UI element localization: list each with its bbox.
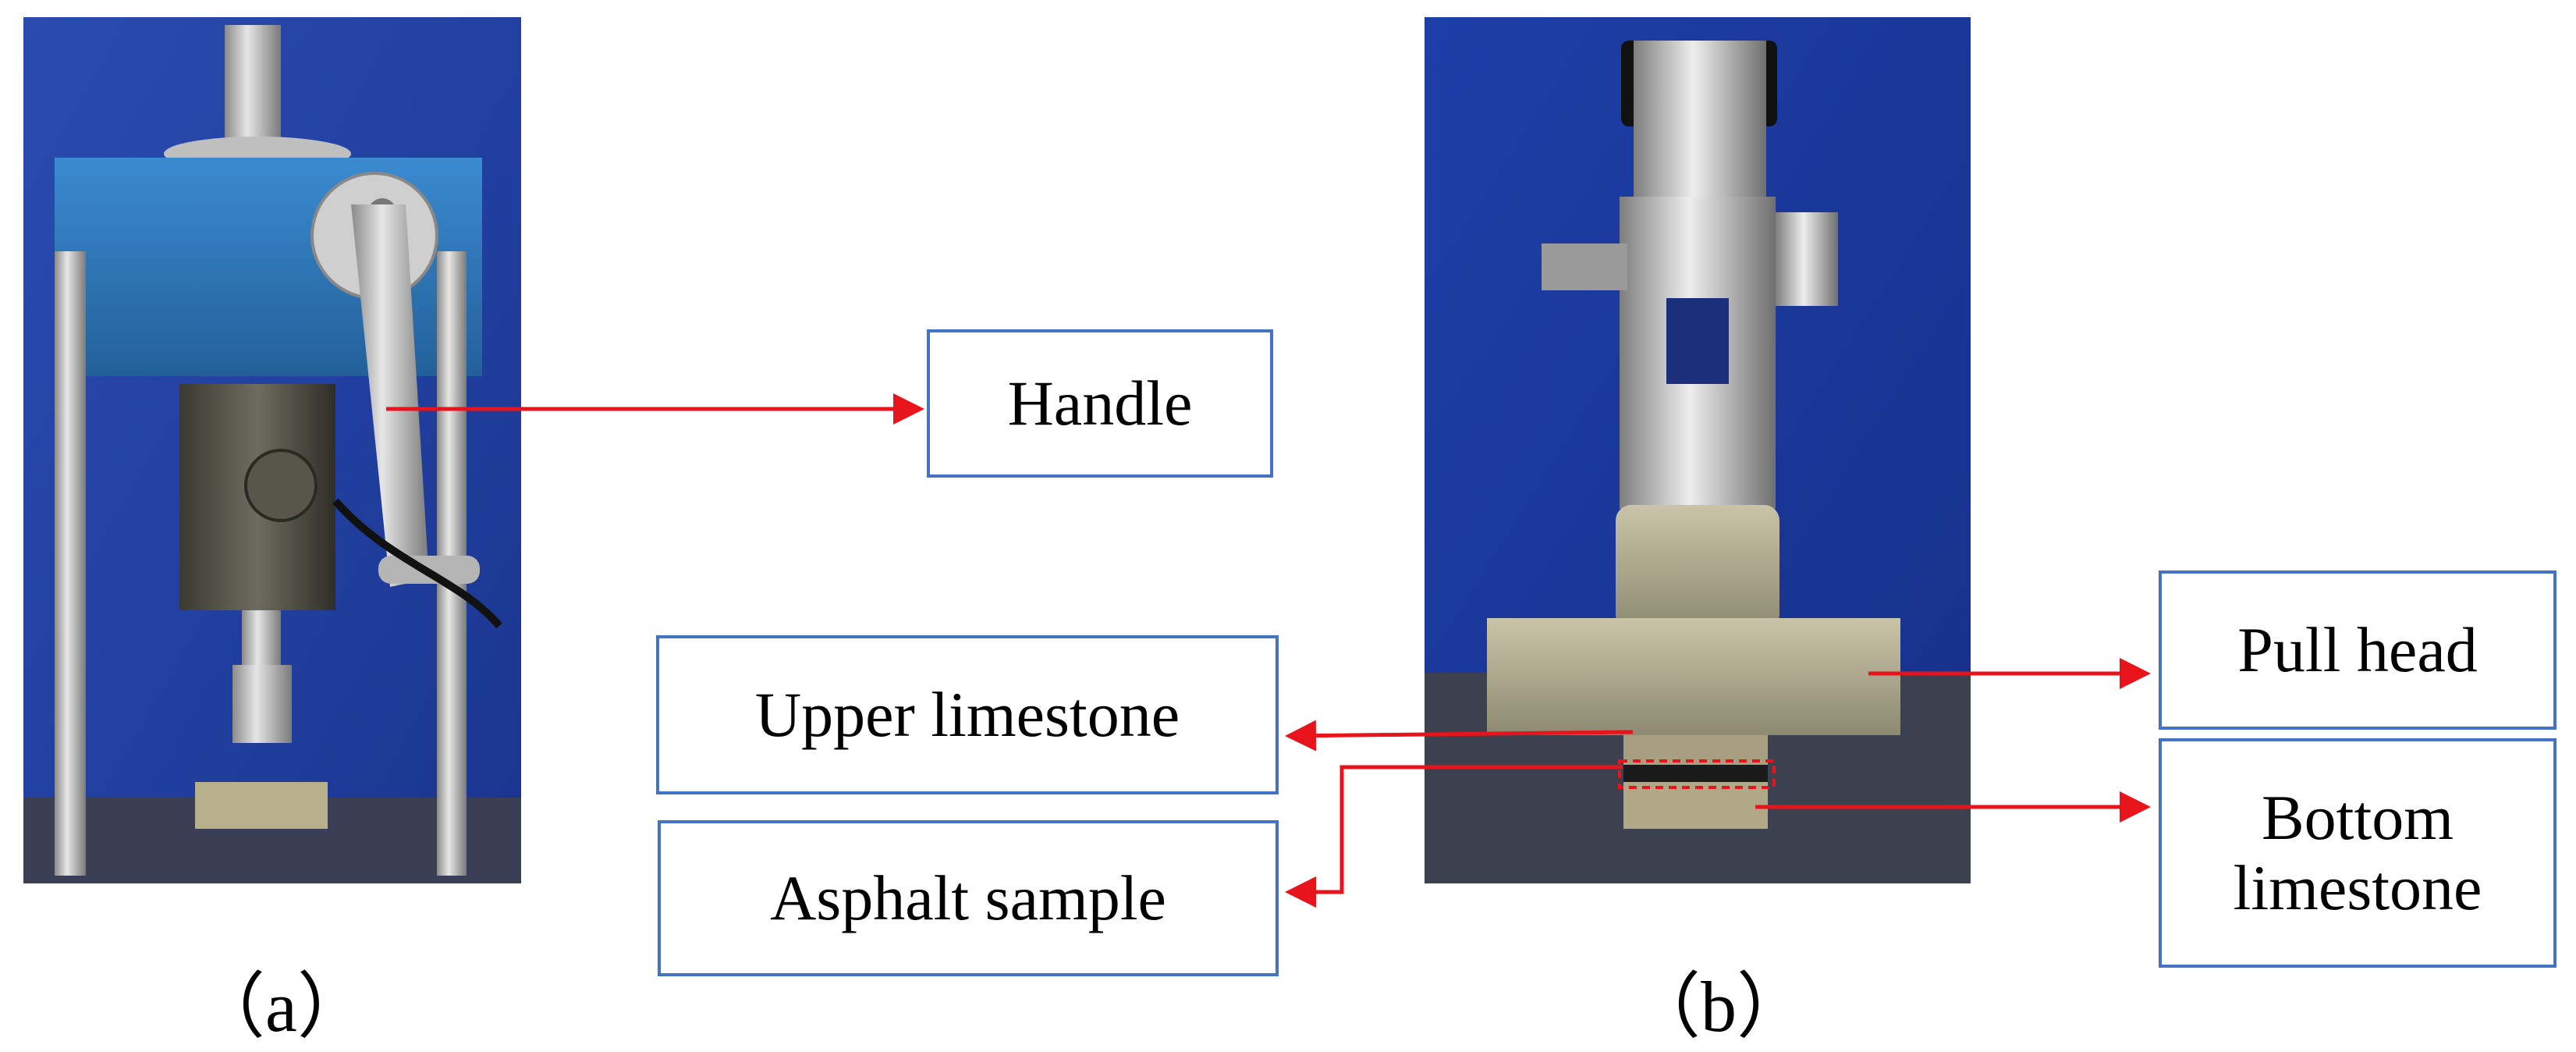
tester-device-illustration	[23, 17, 521, 883]
pull-cylinder	[1616, 505, 1779, 630]
label-handle-text: Handle	[1007, 367, 1193, 439]
pull-head-block	[1487, 618, 1900, 735]
handle-lever	[351, 204, 429, 587]
top-shaft	[225, 25, 281, 142]
arrow-asphalt-sample	[1285, 765, 1623, 908]
label-asphalt-sample: Asphalt sample	[658, 820, 1279, 976]
bottom-limestone-piece	[1623, 782, 1768, 829]
left-rod	[55, 251, 86, 876]
asphalt-highlight-box	[1618, 759, 1776, 789]
hex-nut	[1776, 212, 1838, 306]
asphalt-layer	[1623, 765, 1768, 782]
label-upper-limestone-text: Upper limestone	[754, 678, 1180, 750]
bolt-thread	[1542, 243, 1627, 290]
label-bottom-limestone: Bottom limestone	[2159, 738, 2556, 968]
sample-clamp	[195, 782, 328, 829]
load-cell-disc	[244, 449, 318, 522]
caption-b: （b）	[1629, 967, 1809, 1047]
cable	[332, 498, 502, 629]
label-pull-head-text: Pull head	[2237, 613, 2478, 685]
pull-head-illustration	[1425, 17, 1971, 883]
label-bottom-limestone-line2: limestone	[2233, 852, 2482, 923]
clevis-slot	[1666, 298, 1729, 384]
photo-a-tester-device	[23, 17, 521, 883]
photo-b-pull-head-closeup	[1425, 17, 1971, 883]
label-pull-head: Pull head	[2159, 570, 2556, 730]
arrow-upper-limestone	[1285, 720, 1634, 752]
label-asphalt-sample-text: Asphalt sample	[770, 862, 1166, 933]
label-handle: Handle	[927, 329, 1273, 478]
clevis	[232, 665, 292, 743]
label-upper-limestone: Upper limestone	[656, 635, 1279, 794]
connector	[242, 610, 281, 665]
label-bottom-limestone-line1: Bottom	[2261, 781, 2454, 853]
caption-a: （a）	[193, 967, 369, 1047]
